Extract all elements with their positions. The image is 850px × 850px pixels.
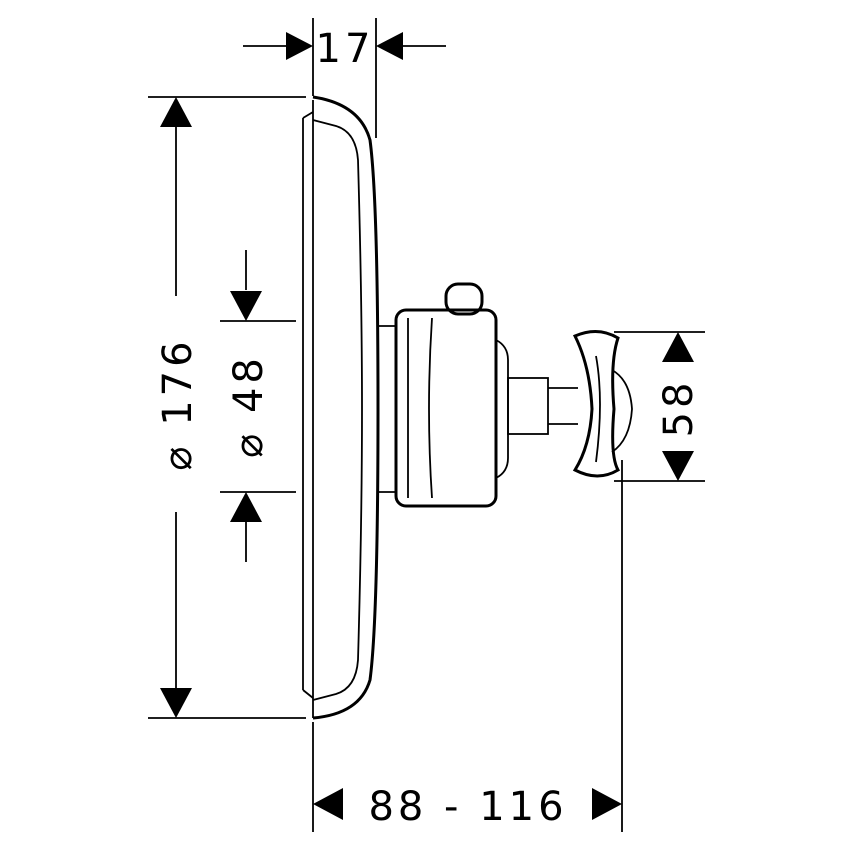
dim-arrow-left	[376, 32, 403, 60]
dimension-depth: 17	[243, 18, 446, 138]
dim-plate-diameter-label: ⌀ 176	[155, 337, 201, 470]
valve-stem	[507, 377, 578, 435]
dimension-plate-diameter: ⌀ 176	[148, 96, 306, 719]
dim-arrow-left	[313, 788, 343, 820]
escutcheon-plate	[302, 95, 380, 720]
dimension-handle-height: 58	[614, 331, 705, 482]
dim-body-diameter-label: ⌀ 48	[226, 354, 272, 458]
dimension-projection: 88 - 116	[312, 460, 623, 832]
dim-arrow-up	[230, 492, 262, 522]
dim-arrow-down	[662, 451, 694, 481]
dim-arrow-right	[592, 788, 622, 820]
valve-body	[378, 282, 509, 508]
dim-arrow-down	[230, 291, 262, 321]
dim-depth-label: 17	[316, 26, 375, 72]
dim-arrow-right	[286, 32, 313, 60]
dim-arrow-down	[160, 688, 192, 718]
dimension-body-diameter: ⌀ 48	[220, 250, 296, 562]
dim-handle-height-label: 58	[656, 379, 702, 438]
dim-projection-label: 88 - 116	[368, 784, 567, 830]
cross-handle	[572, 330, 633, 478]
dim-arrow-up	[160, 97, 192, 127]
dim-arrow-up	[662, 332, 694, 362]
